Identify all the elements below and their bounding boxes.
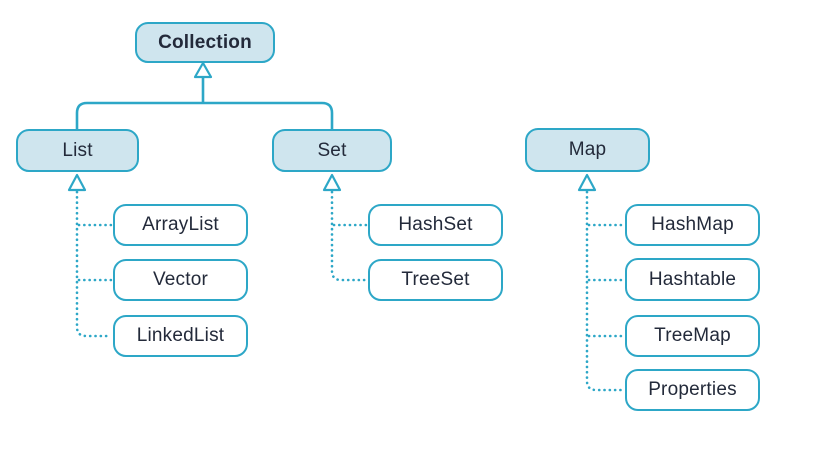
node-hashset: HashSet [368,204,503,246]
connector-set-trunk [330,190,368,282]
node-arraylist: ArrayList [113,204,248,246]
node-linkedlist: LinkedList [113,315,248,357]
node-hashmap: HashMap [625,204,760,246]
implements-arrowhead-list [67,173,87,192]
implements-arrowhead-set [322,173,342,192]
node-collection: Collection [135,22,275,63]
node-set: Set [272,129,392,172]
node-treemap: TreeMap [625,315,760,357]
connector-collection-bracket [75,101,334,130]
node-treeset: TreeSet [368,259,503,301]
node-properties: Properties [625,369,760,411]
node-vector: Vector [113,259,248,301]
connector-map-trunk [585,190,625,392]
extends-arrowhead-collection [193,61,213,79]
node-list: List [16,129,139,172]
implements-arrowhead-map [577,173,597,192]
node-map: Map [525,128,650,172]
connector-list-trunk [75,190,113,338]
node-hashtable: Hashtable [625,258,760,301]
